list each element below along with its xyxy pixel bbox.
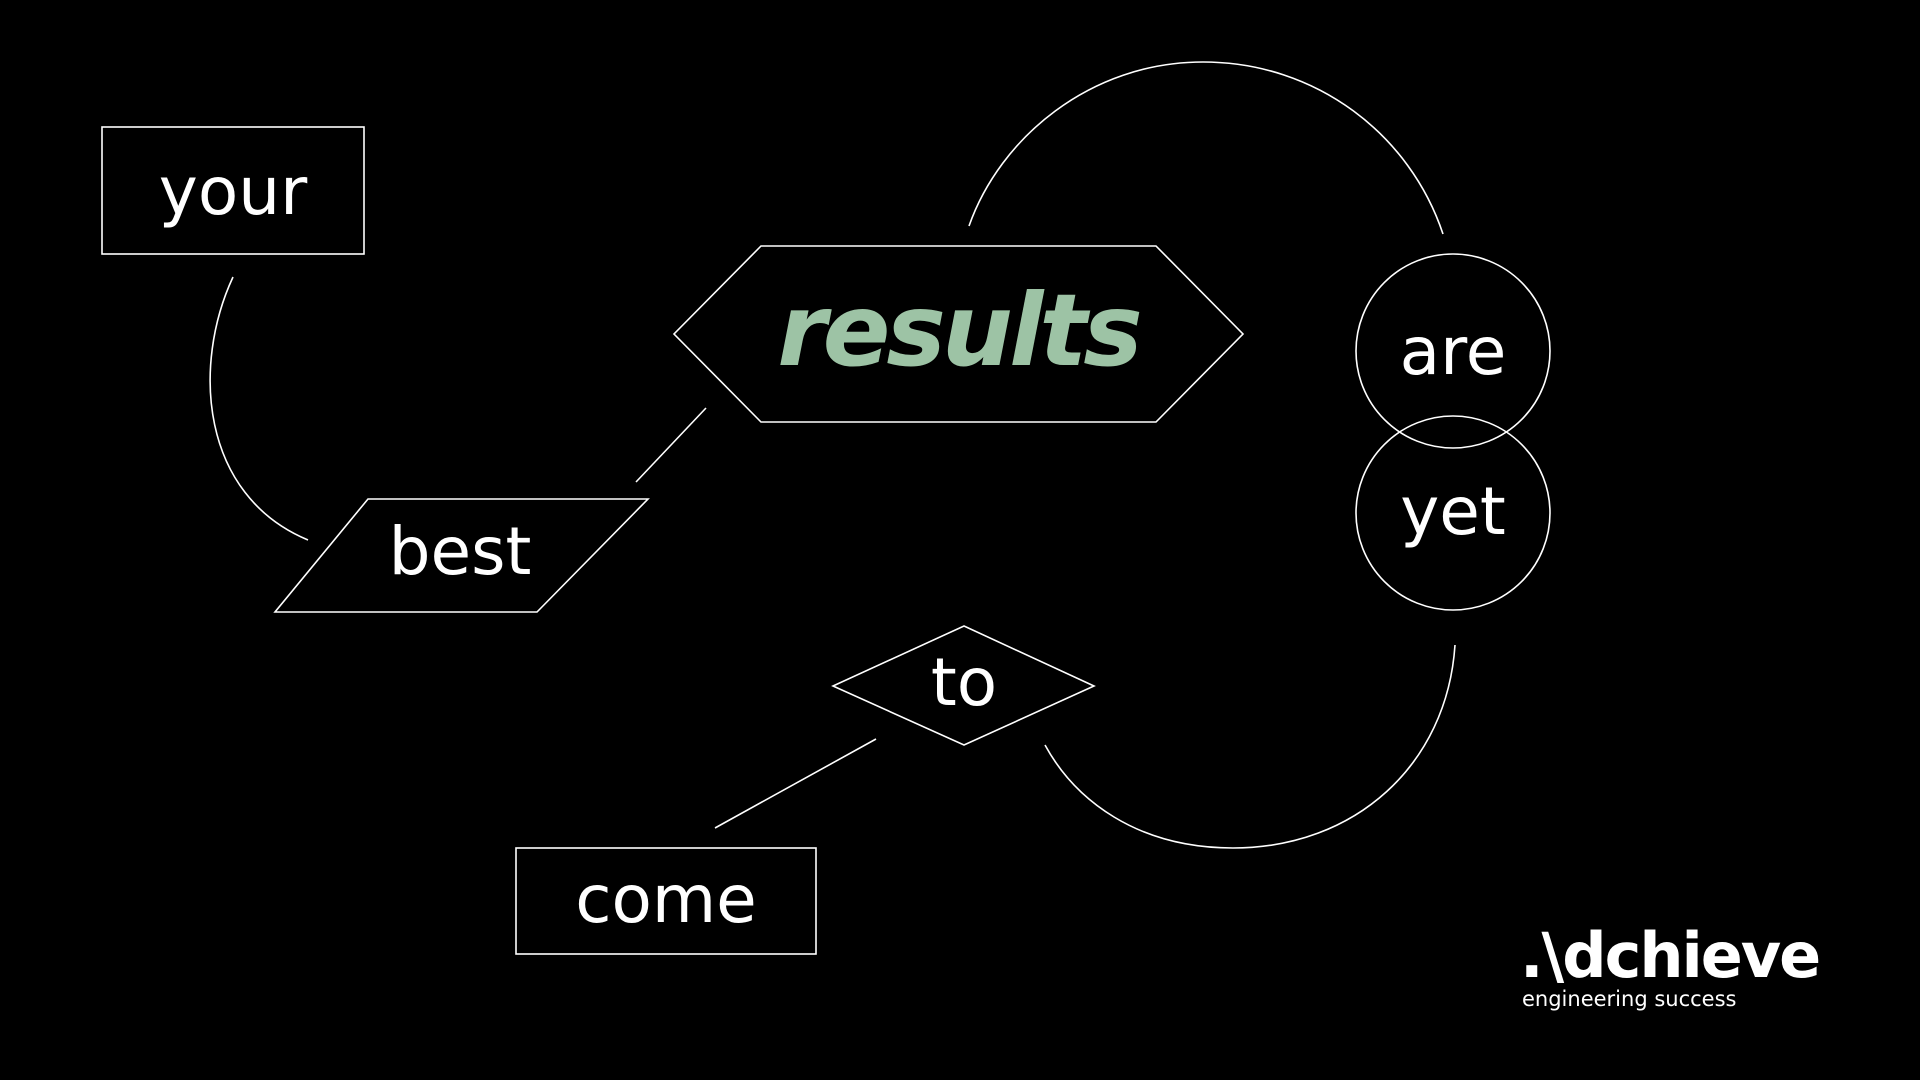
word-come: come: [575, 861, 757, 938]
best-parallelogram: [273, 498, 650, 613]
brand-tagline: engineering success: [1522, 987, 1736, 1011]
connector-yet-to: [1044, 644, 1456, 849]
brand-name: .\dchieve: [1520, 919, 1819, 992]
results-hexagon: [672, 245, 1245, 423]
word-best: best: [389, 513, 532, 590]
connector-to-come: [714, 738, 877, 829]
yet-circle: [1355, 415, 1551, 611]
word-results: results: [777, 272, 1139, 389]
connector-results-are: [968, 61, 1444, 235]
word-yet: yet: [1400, 473, 1506, 550]
come-box: [515, 847, 817, 955]
word-to: to: [931, 644, 997, 721]
brand-logo: .\dchieve engineering success: [1520, 919, 1821, 1011]
connector-your-best: [209, 276, 309, 541]
to-diamond: [831, 625, 1096, 746]
are-circle: [1355, 253, 1551, 449]
word-are: are: [1400, 313, 1507, 390]
word-your: your: [159, 153, 308, 230]
connector-best-results: [635, 407, 707, 483]
your-box: [101, 126, 365, 255]
